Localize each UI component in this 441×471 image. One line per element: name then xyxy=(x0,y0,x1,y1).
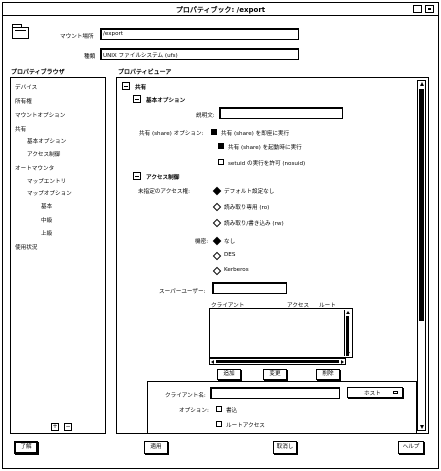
minimize-button[interactable] xyxy=(413,5,422,13)
list-left-arrow-icon[interactable] xyxy=(211,359,214,364)
scroll-thumb[interactable] xyxy=(419,89,424,321)
security-des-radio[interactable] xyxy=(212,251,222,261)
superuser-field[interactable] xyxy=(212,282,287,294)
mount-point-field[interactable]: /export xyxy=(100,28,299,40)
tree-item-advanced[interactable]: 上級 xyxy=(41,231,53,237)
property-browser-title: プロパティブラウザ xyxy=(11,69,65,76)
scroll-up-arrow-icon[interactable] xyxy=(419,82,424,86)
tree-item-mount-options[interactable]: マウントオプション xyxy=(15,113,66,119)
window-title: プロパティブック: /export xyxy=(175,6,266,14)
description-field[interactable] xyxy=(219,107,343,119)
tree-item-map-entry[interactable]: マップエントリ xyxy=(27,179,67,185)
delete-client-button[interactable]: 削除 xyxy=(316,369,340,380)
collapse-button[interactable]: − xyxy=(64,423,72,431)
mount-point-label: マウント場所 xyxy=(60,34,94,40)
client-type-value: ホスト xyxy=(364,391,381,397)
access-rw-label: 読み取り/書き込み (rw) xyxy=(224,221,284,227)
access-none-radio[interactable] xyxy=(212,186,222,196)
property-browser-pane: デバイス 所有権 マウントオプション 共有 基本オプション アクセス制御 オート… xyxy=(10,77,106,434)
client-details-group xyxy=(147,381,417,433)
root-access-label: ルートアクセス xyxy=(226,423,265,429)
options-label: オプション: xyxy=(179,408,209,414)
security-kerberos-label: Kerberos xyxy=(224,267,249,273)
share-option-label: 共有 (share) オプション: xyxy=(139,131,204,137)
type-field: UNIX ファイルシステム (ufs) xyxy=(100,48,299,60)
client-list[interactable] xyxy=(209,308,353,358)
security-none-label: なし xyxy=(224,239,236,245)
tree-item-access-control[interactable]: アクセス制御 xyxy=(27,152,61,158)
apply-button[interactable]: 適用 xyxy=(144,441,168,454)
tree-item-share[interactable]: 共有 xyxy=(15,127,27,133)
expand-button[interactable]: + xyxy=(51,423,59,431)
option-menu-indicator-icon xyxy=(393,391,398,394)
basic-options-section-label: 基本オプション xyxy=(146,98,186,104)
share-now-checkbox[interactable] xyxy=(211,129,217,135)
access-ro-radio[interactable] xyxy=(212,202,222,212)
maximize-button[interactable] xyxy=(425,5,434,13)
write-label: 書込 xyxy=(226,408,238,414)
nosuid-checkbox[interactable] xyxy=(218,159,224,165)
nosuid-label: setuid の実行を許可 (nosuid) xyxy=(228,161,306,167)
default-access-label: 未指定のアクセス権: xyxy=(138,189,190,195)
list-down-arrow-icon[interactable] xyxy=(346,352,350,355)
tree-item-ownership[interactable]: 所有権 xyxy=(15,99,32,105)
list-up-arrow-icon[interactable] xyxy=(346,311,350,314)
write-checkbox[interactable] xyxy=(216,406,222,412)
access-none-label: デフォルト設定なし xyxy=(224,189,275,195)
tree-item-device[interactable]: デバイス xyxy=(15,85,38,91)
share-now-label: 共有 (share) を即座に実行 xyxy=(221,131,290,137)
cancel-button[interactable]: 取消し xyxy=(273,441,297,454)
client-list-scrollbar[interactable] xyxy=(344,310,351,356)
share-section-label: 共有 xyxy=(135,85,147,91)
tree-item-automounter[interactable]: オートマウンタ xyxy=(15,166,55,172)
list-right-arrow-icon[interactable] xyxy=(341,359,344,364)
access-rw-radio[interactable] xyxy=(212,218,222,228)
access-control-collapse-icon[interactable] xyxy=(133,172,141,180)
basic-options-collapse-icon[interactable] xyxy=(133,95,141,103)
client-type-menu[interactable]: ホスト xyxy=(347,387,403,398)
title-bar[interactable]: プロパティブック: /export xyxy=(3,3,438,16)
type-label: 種類 xyxy=(84,54,96,60)
folder-icon xyxy=(12,24,29,39)
tree-item-basic-options[interactable]: 基本オプション xyxy=(27,139,67,145)
access-control-section-label: アクセス制御 xyxy=(146,175,180,181)
security-label: 機密: xyxy=(195,239,209,245)
description-label: 説明文: xyxy=(196,113,215,119)
tree-item-intermediate[interactable]: 中級 xyxy=(41,218,53,224)
share-boot-label: 共有 (share) を起動時に実行 xyxy=(228,145,302,151)
root-column-header: ルート xyxy=(319,303,336,309)
viewer-scrollbar[interactable] xyxy=(417,80,426,431)
property-viewer-title: プロパティビューア xyxy=(118,69,172,76)
access-column-header: アクセス xyxy=(287,303,310,309)
ok-button[interactable]: 了解 xyxy=(14,441,38,454)
tree-item-basic[interactable]: 基本 xyxy=(41,204,53,210)
client-list-hscrollbar[interactable] xyxy=(209,358,346,365)
scroll-down-arrow-icon[interactable] xyxy=(419,425,424,429)
security-none-radio[interactable] xyxy=(212,236,222,246)
tree-item-usage[interactable]: 使用状況 xyxy=(15,245,38,251)
client-name-label: クライアント名: xyxy=(165,393,206,399)
list-scroll-thumb[interactable] xyxy=(346,316,349,356)
superuser-label: スーパーユーザー: xyxy=(159,289,206,295)
change-client-button[interactable]: 変更 xyxy=(263,369,287,380)
security-des-label: DES xyxy=(224,252,236,258)
help-button[interactable]: ヘルプ xyxy=(398,441,424,454)
property-viewer-pane: 共有 基本オプション 説明文: 共有 (share) オプション: 共有 (sh… xyxy=(116,77,429,434)
security-kerberos-radio[interactable] xyxy=(212,266,222,276)
root-access-checkbox[interactable] xyxy=(216,421,222,427)
add-client-button[interactable]: 追加 xyxy=(217,369,241,380)
list-hscroll-thumb[interactable] xyxy=(216,360,339,363)
tree-item-map-options[interactable]: マップオプション xyxy=(27,191,72,197)
share-collapse-icon[interactable] xyxy=(122,82,130,90)
share-boot-checkbox[interactable] xyxy=(218,143,224,149)
client-column-header: クライアント xyxy=(211,303,245,309)
client-name-field[interactable] xyxy=(210,387,340,399)
access-ro-label: 読み取り専用 (ro) xyxy=(224,205,270,211)
